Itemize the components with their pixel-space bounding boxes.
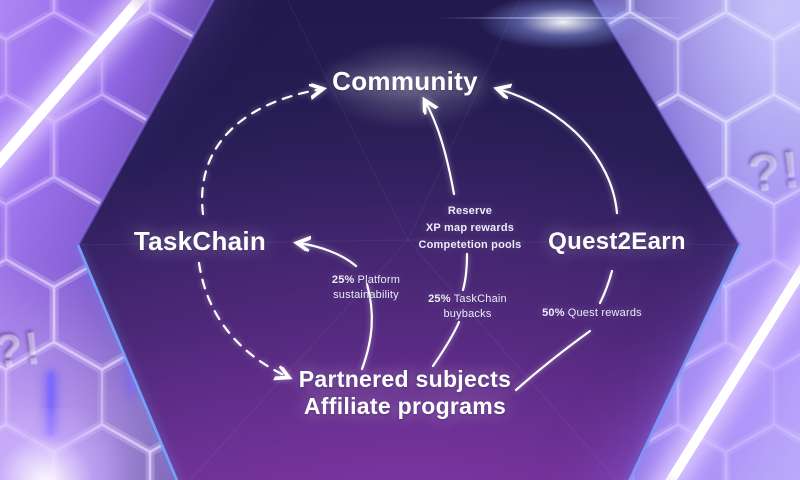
node-taskchain: TaskChain <box>133 226 267 256</box>
label-quest-text: Quest rewards <box>567 307 642 319</box>
node-partners-line2: Affiliate programs <box>303 393 507 419</box>
arrow-partners-to-community-center-segment <box>461 252 469 292</box>
arrow-partners-to-community-center-segment <box>431 320 461 368</box>
label-taskchain-buybacks: 25%TaskChain buybacks <box>420 292 515 322</box>
corner-light <box>0 408 140 480</box>
label-reserve-pools: Reserve XP map rewards Competetion pools <box>393 203 547 254</box>
label-quest-rewards: 50%Quest rewards <box>512 306 672 321</box>
diagonal-light-beam <box>636 220 800 480</box>
question-exclamation-glyph: ?! <box>0 320 45 378</box>
label-reserve-line2: XP map rewards <box>425 222 515 234</box>
label-reserve-line1: Reserve <box>447 205 493 217</box>
node-quest2earn: Quest2Earn <box>548 228 686 255</box>
node-community: Community <box>332 66 478 96</box>
arrow-taskchain-to-partners <box>197 261 288 377</box>
label-buybacks-pct: 25% <box>428 293 451 305</box>
label-platform-sustainability: 25%Platform sustainability <box>312 273 420 303</box>
label-reserve-line3: Competetion pools <box>418 239 522 251</box>
arrow-quest2earn-segment <box>598 269 614 305</box>
arrow-taskchain-to-community <box>201 89 322 216</box>
label-buybacks-text: TaskChain buybacks <box>443 293 507 320</box>
question-exclamation-glyph: ?! <box>745 140 800 204</box>
label-platform-text: Platform sustainability <box>333 274 401 301</box>
lens-flare <box>478 0 648 50</box>
community-halo <box>320 40 500 130</box>
neon-strip <box>129 298 134 394</box>
diagonal-light-beam <box>0 0 176 224</box>
label-quest-pct: 50% <box>542 307 565 319</box>
arrow-quest2earn-to-community <box>498 89 619 215</box>
node-partners: Partnered subjects Affiliate programs <box>268 366 542 420</box>
label-platform-pct: 25% <box>331 274 355 286</box>
neon-strip <box>48 372 54 436</box>
node-partners-line1: Partnered subjects <box>298 366 512 392</box>
arrow-partners-to-taskchain <box>298 243 358 268</box>
